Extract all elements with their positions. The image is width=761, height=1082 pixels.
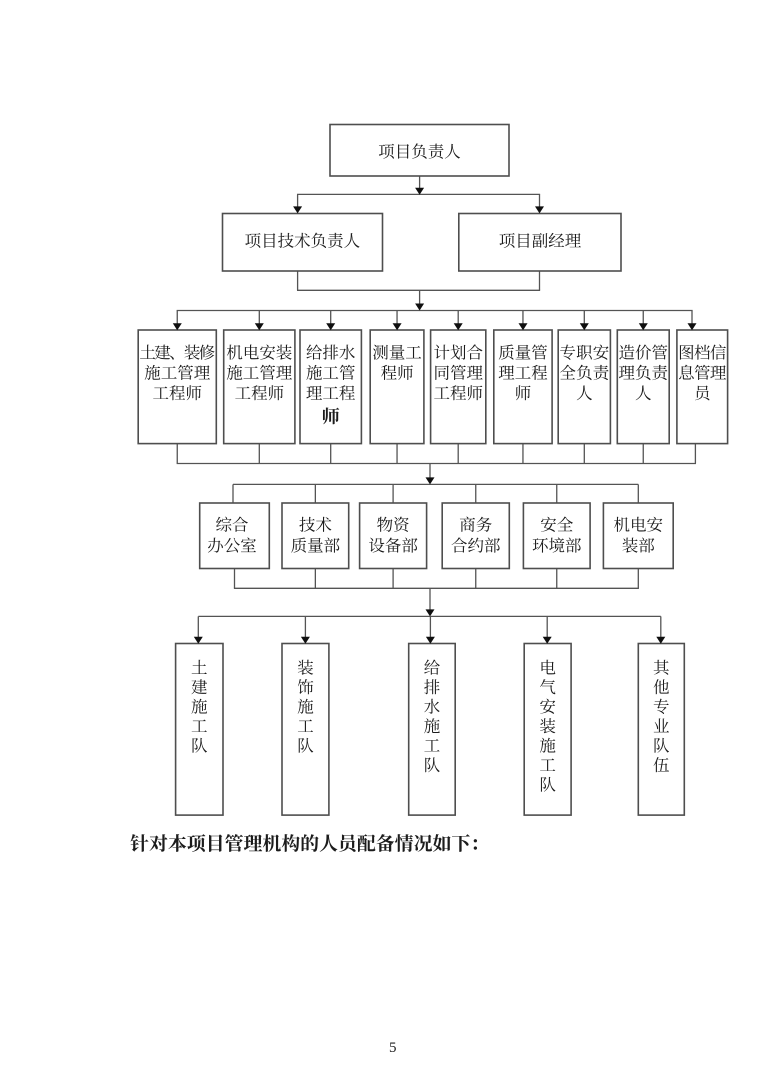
svg-text:5: 5	[389, 1040, 397, 1056]
